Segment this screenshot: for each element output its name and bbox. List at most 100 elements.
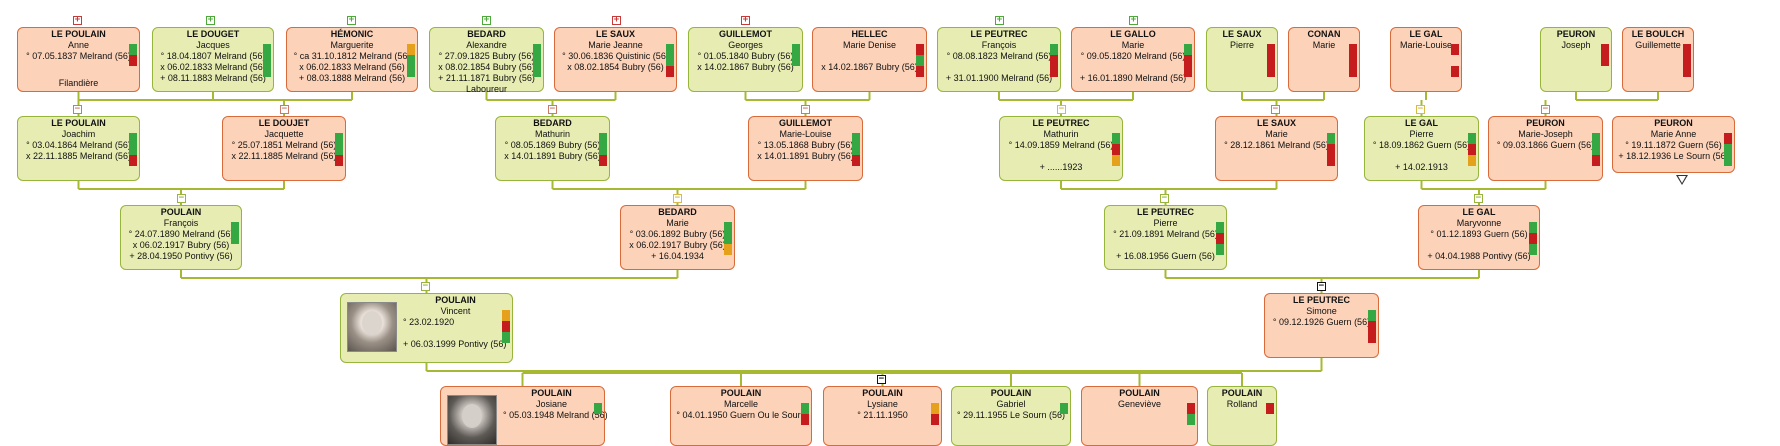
source-indicator-bars — [1529, 222, 1537, 255]
collapse-icon[interactable]: − — [1474, 193, 1483, 203]
person-firstname: Mathurin — [1043, 129, 1079, 139]
source-bar — [1266, 403, 1274, 414]
person-event-line — [1000, 151, 1122, 162]
person-surname: PEURON — [1526, 118, 1565, 128]
source-bar — [852, 155, 860, 166]
person-surname: LE POULAIN — [51, 29, 106, 39]
person-surname: LE POULAIN — [51, 118, 106, 128]
source-indicator-bars — [263, 44, 271, 77]
expand-icon[interactable]: + — [612, 15, 621, 25]
expand-icon[interactable]: + — [482, 15, 491, 25]
source-indicator-bars — [1468, 133, 1476, 166]
source-bar — [1184, 66, 1192, 77]
person-event-line: ° 03.06.1892 Bubry (56) — [629, 229, 726, 239]
expand-icon[interactable]: + — [741, 15, 750, 25]
collapse-icon[interactable]: − — [1317, 281, 1326, 291]
collapse-icon[interactable]: − — [548, 104, 557, 114]
source-bar — [407, 66, 415, 77]
source-indicator-bars — [931, 403, 939, 425]
collapse-icon[interactable]: − — [673, 193, 682, 203]
source-bar — [129, 144, 137, 155]
source-bar — [1724, 155, 1732, 166]
collapse-icon[interactable]: − — [280, 104, 289, 114]
source-indicator-bars — [1724, 133, 1732, 166]
source-indicator-bars — [129, 133, 137, 166]
collapse-icon[interactable]: − — [1057, 104, 1066, 114]
expand-icon[interactable]: + — [995, 15, 1004, 25]
collapse-icon[interactable]: − — [73, 104, 82, 114]
collapse-icon[interactable]: − — [421, 281, 430, 291]
person-surname: LE PEUTREC — [1292, 295, 1350, 305]
expand-icon[interactable]: + — [73, 15, 82, 25]
collapse-icon[interactable]: − — [1160, 193, 1169, 203]
person-surname: LE PEUTREC — [970, 29, 1028, 39]
person-event-line — [813, 51, 926, 62]
person-surname: POULAIN — [160, 207, 202, 217]
collapse-triangle-icon[interactable] — [1676, 175, 1688, 185]
source-bar — [1050, 44, 1058, 55]
expand-icon[interactable]: + — [347, 15, 356, 25]
source-indicator-bars — [1683, 44, 1691, 77]
expand-icon[interactable]: + — [1129, 15, 1138, 25]
person-firstname: Joachim — [61, 129, 96, 139]
person-photo — [447, 395, 497, 445]
person-firstname: Pierre — [1409, 129, 1434, 139]
source-bar — [724, 222, 732, 233]
source-bar — [1216, 222, 1224, 233]
collapse-icon[interactable]: − — [177, 193, 186, 203]
person-event-line: + 08.03.1888 Melrand (56) — [298, 73, 406, 83]
source-indicator-bars — [666, 44, 674, 77]
person-event-line: + ......1923 — [1039, 162, 1083, 172]
source-bar — [1724, 144, 1732, 155]
collapse-icon[interactable]: − — [1541, 104, 1550, 114]
source-bar — [533, 66, 541, 77]
person-event-line: x 14.01.1891 Bubry (56) — [504, 151, 601, 161]
source-bar — [1592, 133, 1600, 144]
source-bar — [801, 403, 809, 414]
source-bar — [1050, 66, 1058, 77]
expand-icon[interactable]: + — [206, 15, 215, 25]
person-event-line: ° 27.09.1825 Bubry (56) — [438, 51, 535, 61]
collapse-icon[interactable]: − — [801, 104, 810, 114]
collapse-icon[interactable]: − — [1271, 104, 1280, 114]
person-event-line: ° 28.12.1861 Melrand (56) — [1224, 140, 1329, 150]
collapse-icon[interactable]: − — [1416, 104, 1425, 114]
source-bar — [1112, 133, 1120, 144]
collapse-icon[interactable]: − — [877, 374, 886, 384]
